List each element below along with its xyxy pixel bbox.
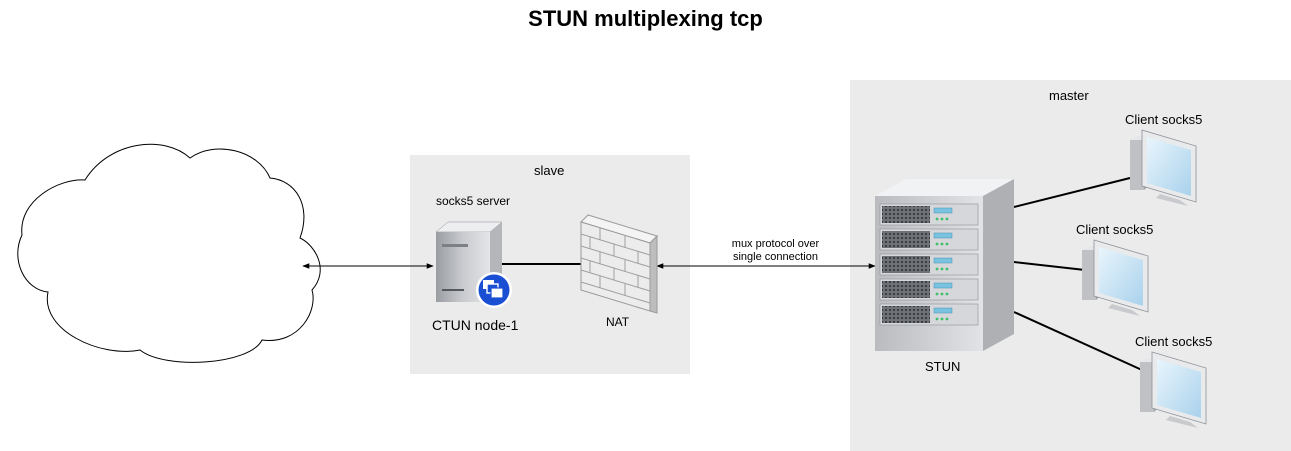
rack-unit: [879, 278, 979, 301]
client-label-3: Client socks5: [1135, 334, 1213, 349]
nat-label: NAT: [606, 315, 630, 329]
brick-firewall-icon: [580, 214, 658, 314]
mux-edge-label: mux protocol over single connection: [718, 238, 833, 264]
socks5-server-label: socks5 server: [436, 194, 511, 208]
multiple-windows-badge-icon: [476, 272, 512, 308]
diagram-title: STUN multiplexing tcp: [528, 6, 763, 31]
stun-to-client2-edge: [1013, 261, 1086, 271]
rack-unit: [879, 203, 979, 226]
stun-label: STUN: [925, 359, 961, 374]
stun-to-client3-edge: [1013, 311, 1143, 371]
rack-unit: [879, 253, 979, 276]
desktop-computer-icon: [1082, 239, 1149, 316]
ctun-node-label: CTUN node-1: [432, 317, 519, 333]
master-group-label: master: [1049, 88, 1089, 103]
stun-to-client1-edge: [1013, 177, 1131, 208]
desktop-computer-icon: [1130, 129, 1197, 206]
client-label-2: Client socks5: [1076, 222, 1154, 237]
slave-group-label: slave: [534, 163, 565, 178]
cloud-icon: [17, 143, 321, 363]
desktop-computer-icon: [1140, 351, 1207, 428]
mux-edge-label-line-2: single connection: [732, 251, 818, 263]
client-label-1: Client socks5: [1125, 112, 1203, 127]
rack-unit: [879, 228, 979, 251]
rack-unit: [879, 303, 979, 326]
mux-edge-label-line-1: mux protocol over: [731, 238, 820, 250]
server-rack-icon: [875, 179, 1014, 351]
